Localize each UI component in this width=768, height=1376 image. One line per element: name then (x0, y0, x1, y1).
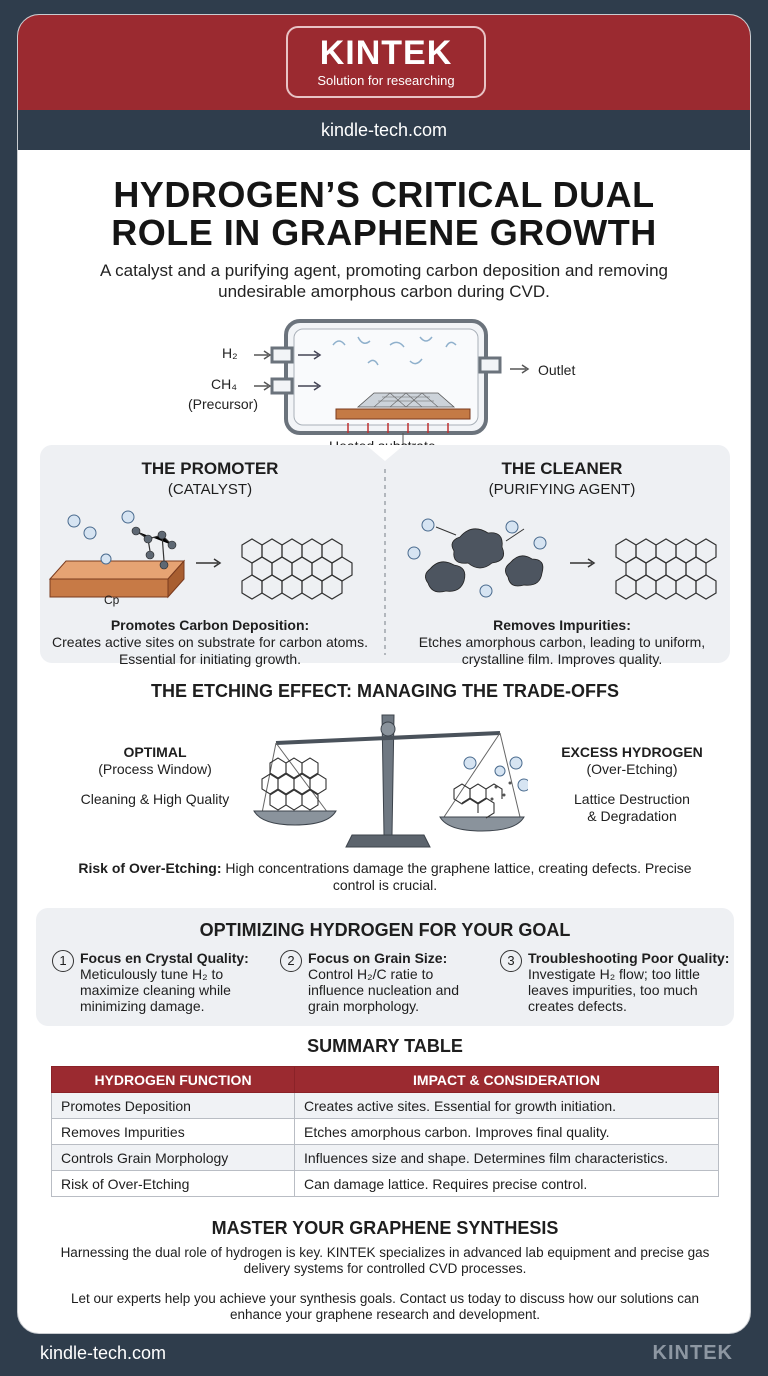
excess-block: EXCESS HYDROGEN (Over-Etching) Lattice D… (561, 744, 703, 824)
domain-band[interactable]: kindle-tech.com (18, 110, 750, 150)
optimize-item: 2 Focus on Grain Size:Control H₂/C ratie… (280, 950, 490, 1014)
cta-paragraph-1: Harnessing the dual role of hydrogen is … (60, 1245, 710, 1276)
number-1-icon: 1 (52, 950, 74, 972)
precursor-label: (Precursor) (188, 396, 259, 412)
outlet-label: Outlet (538, 362, 576, 378)
optimize-item: 3 Troubleshooting Poor Quality:Investiga… (500, 950, 732, 1014)
optimize-item: 1 Focus en Crystal Quality:Meticulously … (52, 950, 272, 1014)
cleaner-title: THE CLEANER (501, 459, 623, 478)
promoter-illustration (48, 510, 353, 600)
infographic-card: KINTEK Solution for researching kindle-t… (17, 14, 751, 1334)
footer-brand: KINTEK (652, 1342, 733, 1364)
summary-table: HYDROGEN FUNCTION IMPACT & CONSIDERATION… (51, 1066, 719, 1197)
etching-title: THE ETCHING EFFECT: MANAGING THE TRADE-O… (151, 681, 619, 701)
optimize-title: OPTIMIZING HYDROGEN FOR YOUR GOAL (199, 920, 571, 940)
page-title: HYDROGEN’S CRITICAL DUAL ROLE IN GRAPHEN… (111, 174, 657, 253)
cta-title: MASTER YOUR GRAPHENE SYNTHESIS (211, 1218, 559, 1238)
logo-wordmark: KINTEK (319, 34, 453, 72)
footer-domain-link[interactable]: kindle-tech.com (40, 1343, 167, 1363)
ch4-inlet-label: CH₄ (211, 376, 237, 392)
table-header-row: HYDROGEN FUNCTION IMPACT & CONSIDERATION (51, 1066, 719, 1093)
h2-inlet-label: H₂ (222, 345, 238, 361)
number-3-icon: 3 (500, 950, 522, 972)
risk-note: Risk of Over-Etching: High concentration… (78, 860, 692, 893)
optimal-block: OPTIMAL (Process Window) Cleaning & High… (80, 744, 230, 807)
dual-role-panel: THE PROMOTER (CATALYST) Cp Prom (40, 445, 730, 667)
column-header: IMPACT & CONSIDERATION (294, 1066, 719, 1093)
cta-paragraph-2: Let our experts help you achieve your sy… (70, 1291, 700, 1322)
promoter-subtitle: (CATALYST) (167, 481, 253, 498)
logo-tagline: Solution for researching (317, 73, 455, 88)
number-2-icon: 2 (280, 950, 302, 972)
header-banner: KINTEK Solution for researching (18, 15, 750, 110)
cleaner-description: Removes Impurities: Etches amorphous car… (418, 617, 706, 667)
substrate-tag: Cp (104, 593, 120, 607)
cleaner-illustration (407, 518, 717, 600)
optimize-panel: OPTIMIZING HYDROGEN FOR YOUR GOAL 1 Focu… (36, 908, 734, 1026)
summary-title: SUMMARY TABLE (307, 1036, 463, 1056)
page-subtitle: A catalyst and a purifying agent, promot… (100, 261, 668, 301)
promoter-title: THE PROMOTER (141, 459, 279, 478)
kintek-logo[interactable]: KINTEK Solution for researching (286, 26, 486, 98)
cvd-reactor-diagram (254, 319, 530, 445)
cleaner-subtitle: (PURIFYING AGENT) (488, 481, 636, 498)
column-header: HYDROGEN FUNCTION (51, 1066, 295, 1093)
promoter-description: Promotes Carbon Deposition: Creates acti… (52, 617, 368, 667)
balance-scale-icon (253, 714, 528, 848)
